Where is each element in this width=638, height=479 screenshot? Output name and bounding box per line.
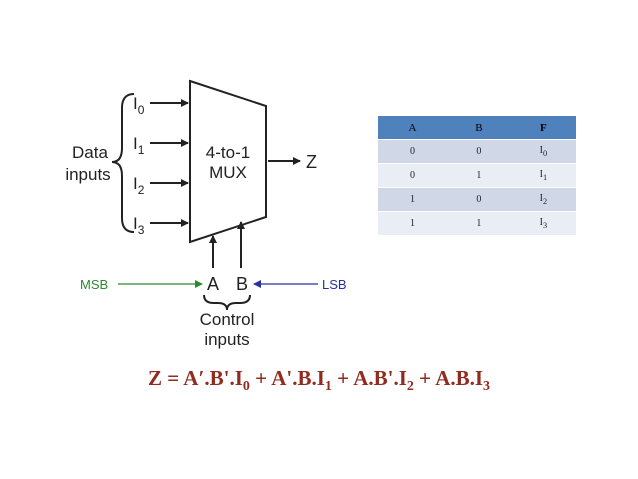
table-row: 1 1 I3 [378,211,576,236]
mux-label: 4-to-1 [206,143,250,162]
cell-f: I1 [510,163,576,188]
data-inputs-label: Data [72,143,108,162]
lsb-label: LSB [322,277,347,292]
control-inputs-label-2: inputs [204,330,249,349]
mux-block [189,79,267,244]
input-label-i0: I0 [133,94,145,117]
data-inputs-label-2: inputs [65,165,110,184]
control-inputs-brace [203,294,251,311]
msb-label: MSB [80,277,108,292]
input-label-i1: I1 [133,134,145,157]
select-label-b: B [236,274,248,294]
output-label: Z [306,152,317,172]
mux-label-2: MUX [209,163,247,182]
cell-f: I3 [510,211,576,236]
cell-a: 0 [378,163,448,188]
select-label-a: A [207,274,219,294]
table-row: 0 1 I1 [378,163,576,188]
truth-table: A B F 0 0 I0 0 1 I1 1 0 I2 1 1 I3 [378,116,576,236]
table-row: 1 0 I2 [378,187,576,212]
input-label-i2: I2 [133,174,145,197]
header-a: A [378,116,448,140]
cell-b: 0 [447,139,511,164]
cell-f: I0 [510,139,576,164]
cell-a: 0 [378,139,448,164]
table-row: 0 0 I0 [378,139,576,164]
header-b: B [447,116,511,140]
cell-a: 1 [378,211,448,236]
data-inputs-brace [111,93,135,233]
truth-table-header: A B F [378,116,576,140]
cell-a: 1 [378,187,448,212]
cell-b: 1 [447,163,511,188]
cell-b: 1 [447,211,511,236]
header-f: F [510,116,576,140]
control-inputs-label: Control [200,310,255,329]
output-equation: Z = A′.B'.I0 + A'.B.I1 + A.B'.I2 + A.B.I… [147,366,491,395]
cell-b: 0 [447,187,511,212]
input-label-i3: I3 [133,214,145,237]
cell-f: I2 [510,187,576,212]
